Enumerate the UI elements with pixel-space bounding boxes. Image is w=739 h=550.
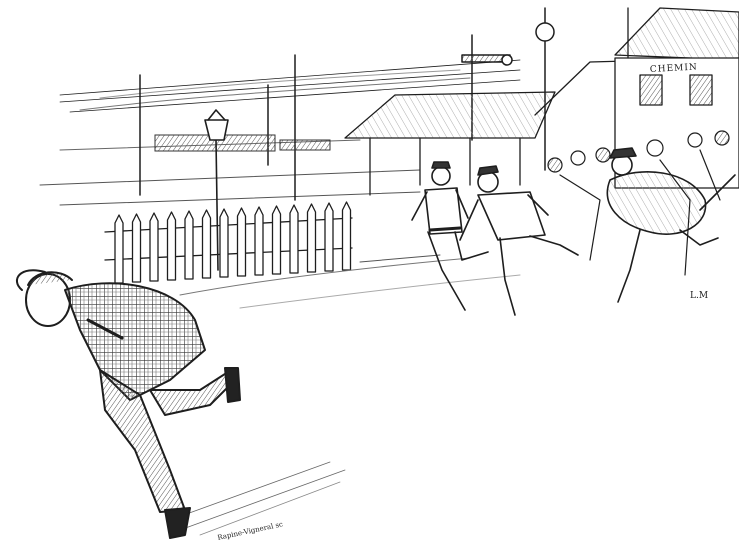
fence-picket xyxy=(166,211,177,281)
artist-signature: L.M xyxy=(690,291,708,301)
fence-picket xyxy=(219,208,229,278)
fence-picket xyxy=(236,207,247,277)
distant-train xyxy=(154,134,331,152)
fence-picket xyxy=(201,209,212,279)
street-lamp xyxy=(204,109,229,271)
fence-picket xyxy=(114,214,124,284)
pursuer-white-shirt xyxy=(411,161,489,311)
pursuer-cap xyxy=(459,165,579,316)
fence-picket xyxy=(254,206,264,276)
crowd-background xyxy=(547,130,730,276)
engraver-signature: Rapine-Vigneral sc xyxy=(217,520,284,542)
fence-picket xyxy=(341,201,352,271)
fence-picket xyxy=(289,204,299,274)
fence-picket xyxy=(184,210,194,280)
fence-picket xyxy=(306,203,317,273)
fence-picket xyxy=(271,205,282,275)
picket-fence xyxy=(104,201,353,284)
ground xyxy=(169,254,521,536)
station-sign: CHEMIN xyxy=(650,62,698,74)
fence-picket xyxy=(149,212,159,282)
station-shelter xyxy=(344,91,556,196)
fence-picket xyxy=(324,202,334,272)
fence-picket xyxy=(131,213,142,283)
fleeing-man xyxy=(16,269,241,539)
telegraph-poles xyxy=(59,54,521,201)
station-building xyxy=(534,7,739,189)
railway-signal xyxy=(461,7,555,171)
pursuing-crowd xyxy=(411,130,736,316)
